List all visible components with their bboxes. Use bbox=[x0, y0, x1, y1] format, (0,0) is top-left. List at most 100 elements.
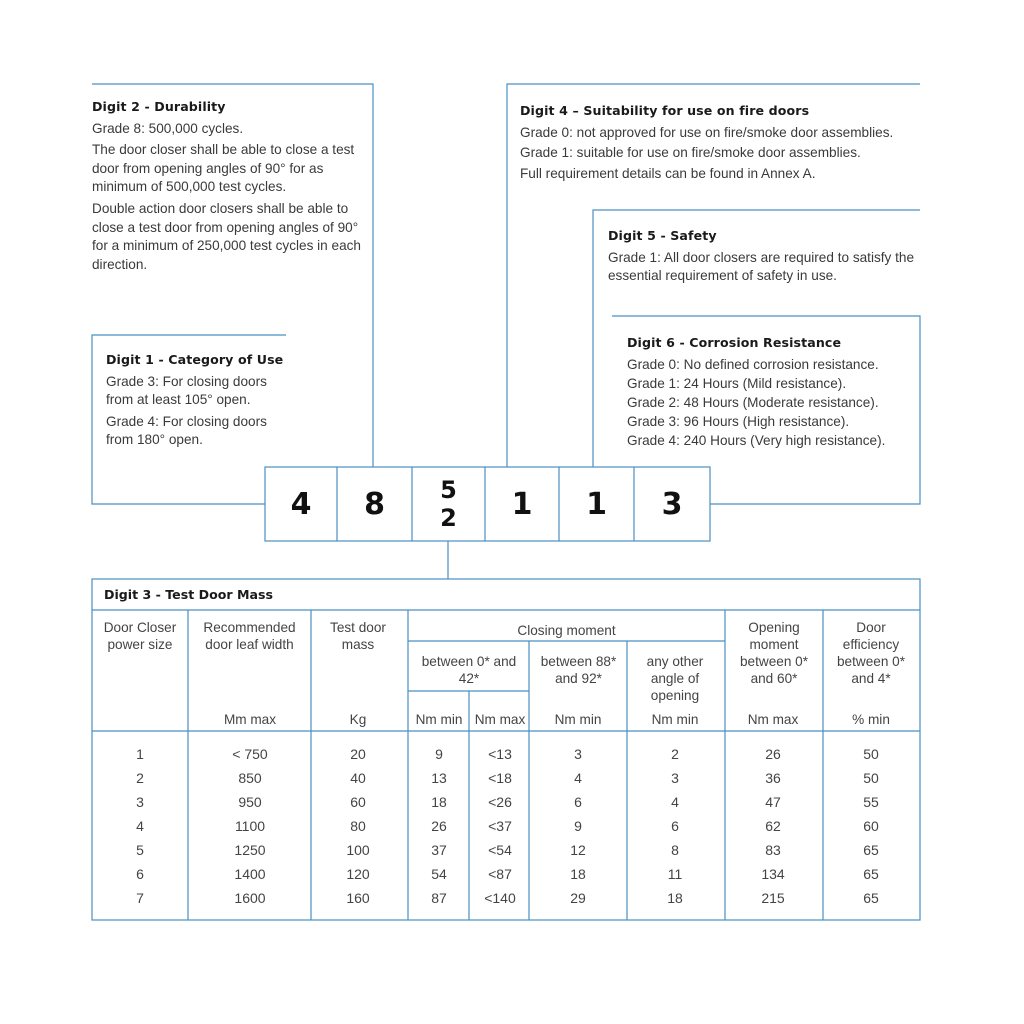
unit-label: Nm max bbox=[747, 712, 799, 727]
table-cell: 18 bbox=[431, 794, 447, 810]
table-cell: 3 bbox=[574, 746, 582, 762]
code-digit-1: 4 bbox=[290, 486, 312, 522]
table-cell: 60 bbox=[863, 818, 879, 834]
code-digit-3-top: 5 bbox=[440, 476, 457, 504]
table-cell: <26 bbox=[488, 794, 512, 810]
unit-label: Nm min bbox=[651, 712, 699, 727]
table-cell: 134 bbox=[761, 866, 785, 882]
digit6-line: Grade 1: 24 Hours (Mild resistance). bbox=[627, 376, 847, 391]
digit4-line: Full requirement details can be found in… bbox=[520, 165, 816, 181]
table-cell: 3 bbox=[671, 770, 679, 786]
table-cell: 8 bbox=[671, 842, 679, 858]
header-power-size: Door Closer power size bbox=[103, 620, 177, 652]
table-cell: 2 bbox=[671, 746, 679, 762]
table-cell: 1400 bbox=[234, 866, 266, 882]
table-cell: 65 bbox=[863, 890, 879, 906]
unit-label: % min bbox=[852, 712, 890, 727]
table-cell: 7 bbox=[136, 890, 144, 906]
table-cell: 4 bbox=[671, 794, 679, 810]
code-digit-2: 8 bbox=[364, 486, 385, 522]
code-digit-4: 1 bbox=[511, 486, 533, 522]
unit-label: Nm max bbox=[474, 712, 526, 727]
digit2-line: The door closer shall be able to close a… bbox=[92, 142, 355, 195]
digit6-line: Grade 4: 240 Hours (Very high resistance… bbox=[627, 433, 886, 448]
header-any-other: any other angle of opening bbox=[646, 654, 704, 703]
table-cell: <18 bbox=[488, 770, 512, 786]
table-cell: 160 bbox=[346, 890, 370, 906]
table-cell: 950 bbox=[238, 794, 262, 810]
classification-code: 4 8 5 2 1 1 3 bbox=[265, 467, 710, 541]
digit6-block: Digit 6 - Corrosion Resistance Grade 0: … bbox=[627, 333, 919, 450]
table-cell: 40 bbox=[350, 770, 366, 786]
digit4-line: Grade 1: suitable for use on fire/smoke … bbox=[520, 145, 861, 161]
digit4-block: Digit 4 – Suitability for use on fire do… bbox=[520, 102, 920, 183]
unit-label: Mm max bbox=[223, 712, 277, 727]
table-cell: 5 bbox=[136, 842, 144, 858]
test-door-mass-table: Digit 3 - Test Door Mass Door Closer pow… bbox=[92, 579, 921, 920]
digit1-title: Digit 1 - Category of Use bbox=[106, 352, 284, 367]
header-between-88-92: between 88* and 92* bbox=[540, 654, 617, 686]
unit-label: Kg bbox=[349, 712, 367, 727]
code-digit-3: 5 2 bbox=[412, 467, 485, 541]
digit2-line: Grade 8: 500,000 cycles. bbox=[92, 120, 244, 136]
digit2-title: Digit 2 - Durability bbox=[92, 99, 226, 114]
digit1-line: Grade 4: For closing doors from 180° ope… bbox=[106, 413, 267, 448]
table-cell: 1100 bbox=[234, 818, 266, 834]
table-cell: 36 bbox=[765, 770, 781, 786]
table-cell: <87 bbox=[488, 866, 512, 882]
table-cell: 9 bbox=[574, 818, 582, 834]
table-cell: 65 bbox=[863, 842, 879, 858]
table-cell: 83 bbox=[765, 842, 781, 858]
table-cell: 18 bbox=[667, 890, 683, 906]
digit6-line: Grade 3: 96 Hours (High resistance). bbox=[627, 414, 850, 429]
digit5-title: Digit 5 - Safety bbox=[608, 228, 717, 243]
digit2-block: Digit 2 - Durability Grade 8: 500,000 cy… bbox=[92, 98, 362, 274]
table-cell: <140 bbox=[484, 890, 516, 906]
unit-label: Nm min bbox=[554, 712, 602, 727]
table-cell: 4 bbox=[574, 770, 582, 786]
table-cell: 80 bbox=[350, 818, 366, 834]
table-cell: 55 bbox=[863, 794, 879, 810]
table-cell: 18 bbox=[570, 866, 586, 882]
table-cell: 100 bbox=[346, 842, 370, 858]
digit1-line: Grade 3: For closing doors from at least… bbox=[106, 373, 267, 408]
digit5-block: Digit 5 - Safety Grade 1: All door close… bbox=[608, 227, 920, 286]
table-cell: <54 bbox=[488, 842, 512, 858]
table-cell: < 750 bbox=[232, 746, 268, 762]
table-cell: 11 bbox=[667, 866, 683, 882]
table-cell: 20 bbox=[350, 746, 366, 762]
table-cell: 26 bbox=[431, 818, 447, 834]
digit6-title: Digit 6 - Corrosion Resistance bbox=[627, 335, 842, 350]
unit-label: Nm min bbox=[415, 712, 463, 727]
table-cell: 60 bbox=[350, 794, 366, 810]
table-cell: 65 bbox=[863, 866, 879, 882]
digit4-title: Digit 4 – Suitability for use on fire do… bbox=[520, 103, 810, 118]
code-digit-6: 3 bbox=[661, 486, 683, 522]
digit4-line: Grade 0: not approved for use on fire/sm… bbox=[520, 124, 894, 140]
header-test-mass: Test door mass bbox=[330, 620, 386, 652]
digit2-line: Double action door closers shall be able… bbox=[92, 200, 361, 272]
table-cell: 29 bbox=[570, 890, 586, 906]
table-cell: 850 bbox=[238, 770, 262, 786]
table-cell: 6 bbox=[574, 794, 582, 810]
table-cell: <37 bbox=[488, 818, 512, 834]
table-cell: 9 bbox=[435, 746, 443, 762]
header-between-0-42: between 0* and 42* bbox=[421, 654, 517, 686]
table-cell: 6 bbox=[136, 866, 144, 882]
header-leaf-width: Recommended door leaf width bbox=[203, 620, 296, 652]
table-cell: <13 bbox=[488, 746, 512, 762]
digit6-line: Grade 2: 48 Hours (Moderate resistance). bbox=[627, 395, 879, 410]
code-digit-5: 1 bbox=[586, 486, 607, 522]
table-title: Digit 3 - Test Door Mass bbox=[104, 587, 274, 602]
table-cell: 4 bbox=[136, 818, 144, 834]
table-cell: 215 bbox=[761, 890, 785, 906]
table-cell: 12 bbox=[570, 842, 586, 858]
table-cell: 13 bbox=[431, 770, 447, 786]
table-cell: 1600 bbox=[234, 890, 266, 906]
header-opening-moment: Opening moment between 0* and 60* bbox=[739, 620, 809, 686]
table-cell: 54 bbox=[431, 866, 447, 882]
table-cell: 1 bbox=[136, 746, 144, 762]
table-cell: 62 bbox=[765, 818, 781, 834]
table-cell: 50 bbox=[863, 770, 879, 786]
